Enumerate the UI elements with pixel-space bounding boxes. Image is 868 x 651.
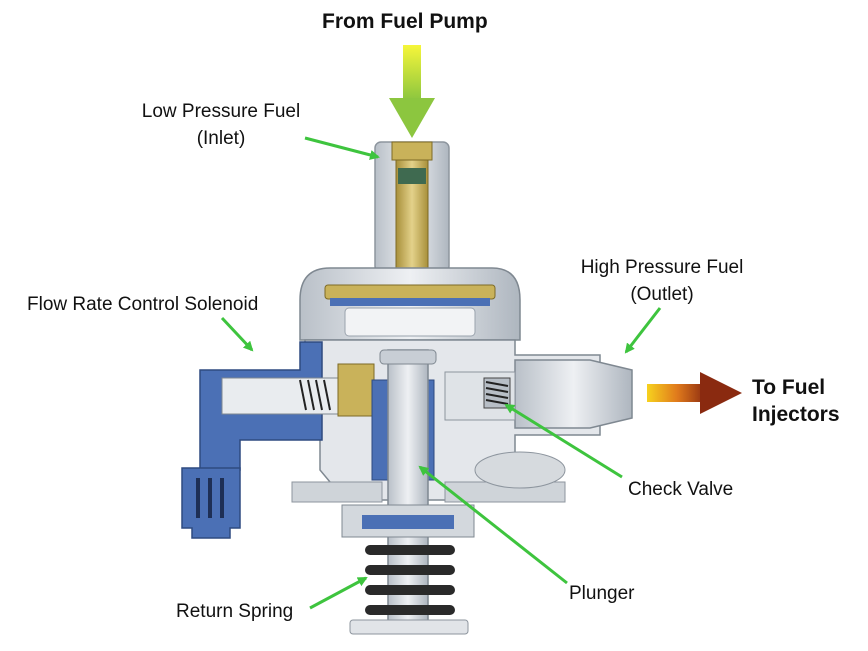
return-spring	[349, 545, 469, 635]
to-fuel-label-line1: To Fuel	[752, 376, 826, 399]
callout-plunger	[418, 465, 568, 585]
inlet-flow-arrow	[389, 45, 435, 138]
high-pressure-label-line1: High Pressure Fuel	[580, 257, 744, 278]
from-fuel-pump-label: From Fuel Pump	[322, 10, 488, 33]
callout-return-spring	[309, 576, 368, 610]
inlet-fitting	[374, 141, 450, 273]
high-pressure-label-line2: (Outlet)	[630, 284, 694, 305]
return-spring-label: Return Spring	[176, 601, 294, 622]
outlet-flow-arrow	[647, 372, 742, 414]
plunger-label: Plunger	[569, 583, 635, 604]
outlet-fitting	[444, 359, 633, 429]
low-pressure-label-line2: (Inlet)	[196, 128, 246, 149]
spring-retainer	[341, 504, 475, 538]
plunger	[371, 349, 437, 626]
flow-rate-solenoid-label: Flow Rate Control Solenoid	[27, 294, 259, 315]
check-valve-spring	[483, 377, 511, 409]
pressure-damper	[299, 267, 521, 341]
low-pressure-label-line1: Low Pressure Fuel	[141, 101, 301, 122]
callout-check-valve	[504, 403, 623, 479]
callout-high-pressure	[624, 307, 662, 354]
to-fuel-label-line2: Injectors	[752, 403, 840, 426]
check-valve-label: Check Valve	[628, 479, 734, 500]
callout-low-pressure	[304, 136, 380, 160]
solenoid-coil	[299, 379, 331, 411]
callout-solenoid	[220, 316, 254, 352]
solenoid-assembly	[181, 341, 375, 539]
callout-arrows	[220, 136, 662, 610]
